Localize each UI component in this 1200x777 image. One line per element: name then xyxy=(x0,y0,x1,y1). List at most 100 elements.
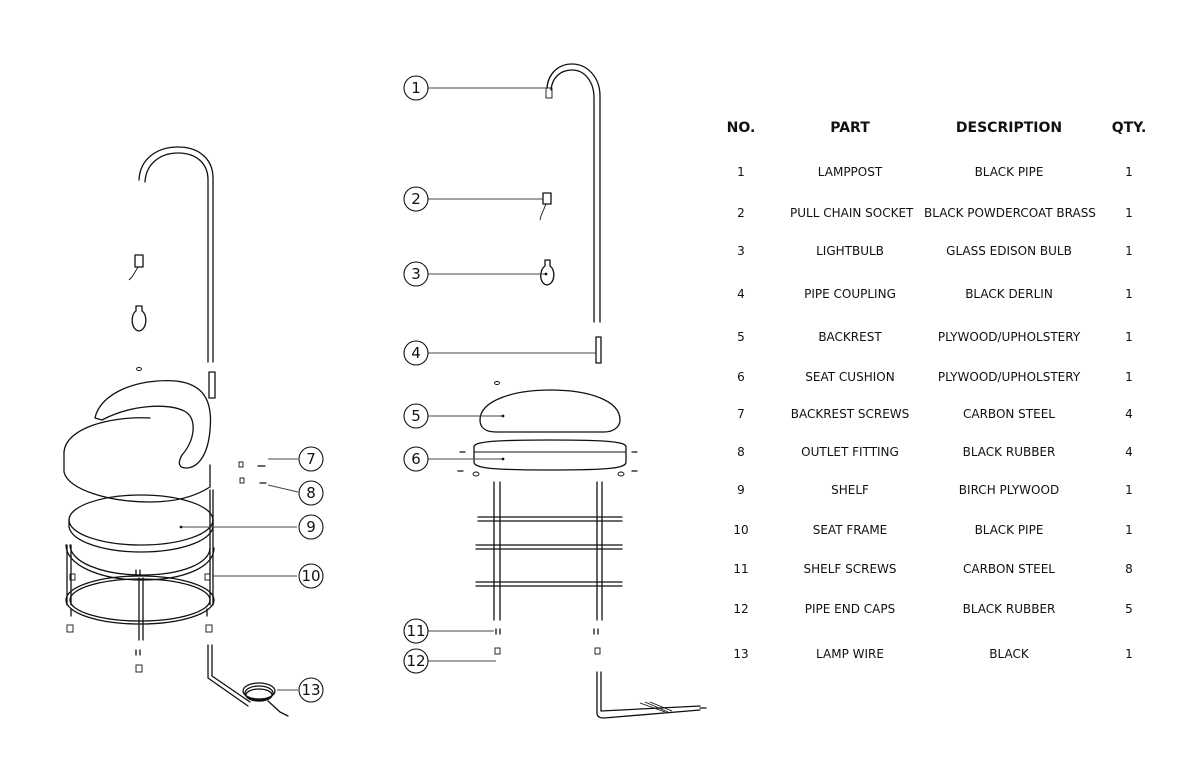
cell-part: LAMPPOST xyxy=(817,165,883,179)
cell-no: 3 xyxy=(737,244,745,258)
cell-no: 2 xyxy=(737,206,745,220)
cell-description: BLACK DERLIN xyxy=(965,287,1053,301)
cell-description: BLACK RUBBER xyxy=(962,445,1056,459)
callout-8: 8 xyxy=(298,480,324,506)
cell-part: LIGHTBULB xyxy=(816,244,884,258)
front-lamp-wire xyxy=(596,671,707,719)
svg-text:13: 13 xyxy=(301,681,320,699)
svg-text:7: 7 xyxy=(306,450,316,468)
table-row: 10 SEAT FRAME BLACK PIPE 1 xyxy=(712,523,1168,543)
cell-description: BLACK xyxy=(989,647,1029,661)
cell-qty: 1 xyxy=(1125,330,1133,344)
cell-no: 11 xyxy=(733,562,749,576)
svg-text:4: 4 xyxy=(411,344,421,362)
cell-description: PLYWOOD/UPHOLSTERY xyxy=(937,330,1081,344)
front-screws-and-caps xyxy=(494,628,601,655)
cell-part: PULL CHAIN SOCKET xyxy=(790,206,914,220)
perspective-seat-frame xyxy=(65,489,215,641)
callout-2: 2 xyxy=(403,186,429,212)
table-row: 5 BACKREST PLYWOOD/UPHOLSTERY 1 xyxy=(712,330,1168,350)
table-row: 7 BACKREST SCREWS CARBON STEEL 4 xyxy=(712,407,1168,427)
front-view xyxy=(428,63,707,719)
cell-part: PIPE END CAPS xyxy=(804,602,896,616)
cell-part: PIPE COUPLING xyxy=(804,287,896,301)
callout-12: 12 xyxy=(403,648,429,674)
callout-4: 4 xyxy=(403,340,429,366)
table-header: NO. PART DESCRIPTION QTY. xyxy=(712,120,1168,140)
svg-text:6: 6 xyxy=(411,450,421,468)
cell-no: 6 xyxy=(737,370,745,384)
perspective-seat-cushion xyxy=(63,417,211,503)
table-row: 6 SEAT CUSHION PLYWOOD/UPHOLSTERY 1 xyxy=(712,370,1168,390)
table-row: 12 PIPE END CAPS BLACK RUBBER 5 xyxy=(712,602,1168,622)
cell-qty: 4 xyxy=(1125,407,1133,421)
cell-description: CARBON STEEL xyxy=(963,407,1055,421)
cell-description: BIRCH PLYWOOD xyxy=(958,483,1060,497)
cell-qty: 1 xyxy=(1125,483,1133,497)
perspective-lamppost xyxy=(138,146,214,363)
cell-no: 4 xyxy=(737,287,745,301)
table-row: 4 PIPE COUPLING BLACK DERLIN 1 xyxy=(712,287,1168,307)
cell-qty: 1 xyxy=(1125,370,1133,384)
cell-qty: 1 xyxy=(1125,244,1133,258)
header-qty: QTY. xyxy=(1111,120,1147,136)
svg-text:12: 12 xyxy=(406,652,425,670)
cell-qty: 1 xyxy=(1125,523,1133,537)
svg-text:8: 8 xyxy=(306,484,316,502)
cell-part: BACKREST xyxy=(818,330,882,344)
callout-9: 9 xyxy=(298,514,324,540)
perspective-coupling xyxy=(208,371,216,399)
cell-part: SHELF SCREWS xyxy=(803,562,897,576)
perspective-screws-and-caps xyxy=(66,608,213,673)
cell-qty: 1 xyxy=(1125,165,1133,179)
table-row: 3 LIGHTBULB GLASS EDISON BULB 1 xyxy=(712,244,1168,264)
cell-qty: 8 xyxy=(1125,562,1133,576)
cell-part: OUTLET FITTING xyxy=(801,445,899,459)
cell-no: 9 xyxy=(737,483,745,497)
perspective-view xyxy=(63,146,299,717)
cell-no: 10 xyxy=(733,523,749,537)
cell-qty: 1 xyxy=(1125,287,1133,301)
table-row: 1 LAMPPOST BLACK PIPE 1 xyxy=(712,165,1168,185)
header-part: PART xyxy=(830,120,870,136)
callout-13: 13 xyxy=(298,677,324,703)
front-socket xyxy=(539,192,552,221)
perspective-backrest xyxy=(94,367,212,469)
cell-part: BACKREST SCREWS xyxy=(790,407,910,421)
svg-text:1: 1 xyxy=(411,79,421,97)
svg-text:3: 3 xyxy=(411,265,421,283)
cell-description: PLYWOOD/UPHOLSTERY xyxy=(937,370,1081,384)
callout-1: 1 xyxy=(403,75,429,101)
cell-description: GLASS EDISON BULB xyxy=(946,244,1072,258)
table-row: 8 OUTLET FITTING BLACK RUBBER 4 xyxy=(712,445,1168,465)
cell-part: LAMP WIRE xyxy=(816,647,884,661)
callout-10: 10 xyxy=(298,563,324,589)
cell-no: 5 xyxy=(737,330,745,344)
cell-no: 12 xyxy=(733,602,749,616)
cell-description: BLACK PIPE xyxy=(974,523,1044,537)
callout-3: 3 xyxy=(403,261,429,287)
cell-no: 1 xyxy=(737,165,745,179)
header-description: DESCRIPTION xyxy=(955,120,1063,136)
cell-description: CARBON STEEL xyxy=(963,562,1055,576)
svg-text:10: 10 xyxy=(301,567,320,585)
svg-text:2: 2 xyxy=(411,190,421,208)
front-seat-frame xyxy=(475,481,623,621)
callout-7: 7 xyxy=(298,446,324,472)
cell-no: 13 xyxy=(733,647,749,661)
cell-qty: 1 xyxy=(1125,647,1133,661)
svg-text:11: 11 xyxy=(406,622,425,640)
cell-qty: 1 xyxy=(1125,206,1133,220)
perspective-shelf xyxy=(68,494,214,553)
callout-6: 6 xyxy=(403,446,429,472)
cell-part: SHELF xyxy=(831,483,869,497)
front-coupling xyxy=(595,336,602,364)
front-backrest xyxy=(479,381,621,433)
cell-qty: 5 xyxy=(1125,602,1133,616)
cell-part: SEAT CUSHION xyxy=(805,370,895,384)
table-row: 13 LAMP WIRE BLACK 1 xyxy=(712,647,1168,667)
svg-text:9: 9 xyxy=(306,518,316,536)
header-no: NO. xyxy=(726,120,756,136)
cell-description: BLACK POWDERCOAT BRASS xyxy=(924,206,1096,220)
